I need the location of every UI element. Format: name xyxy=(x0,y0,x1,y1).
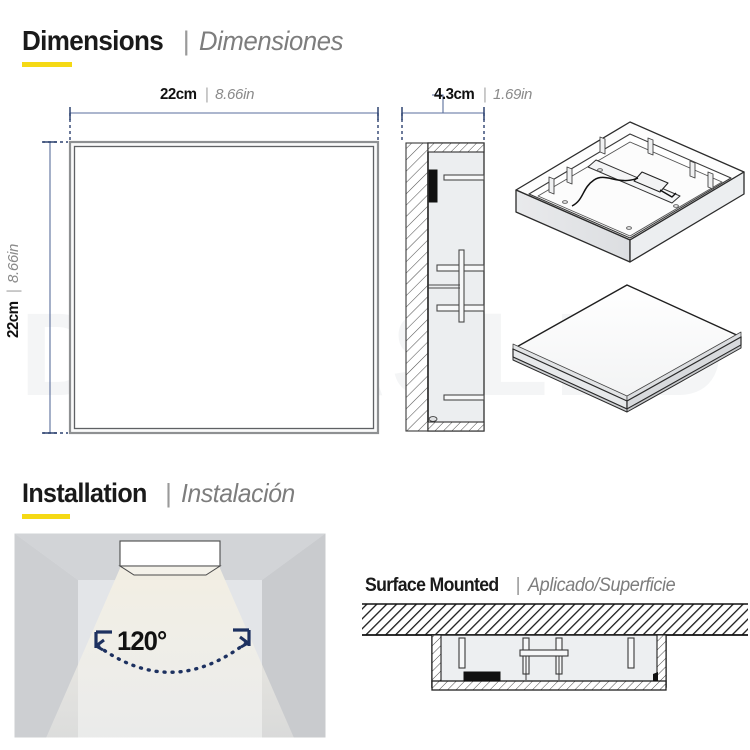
fixture-bottom-cap xyxy=(427,421,485,432)
height-imperial-value: 8.66in xyxy=(5,243,22,283)
surface-mounted-title-en: Surface Mounted xyxy=(365,575,499,596)
installation-title-separator: | xyxy=(165,478,172,508)
dimension-label-height: 22cm | 8.66in xyxy=(5,226,23,356)
mounted-fixture-right-wall xyxy=(656,634,667,688)
dimensions-accent-underline xyxy=(22,62,72,67)
housing-wire xyxy=(571,176,639,207)
installation-accent-underline xyxy=(22,514,70,519)
mounted-fixture-diffuser xyxy=(431,680,667,691)
dimensions-title-es: Dimensiones xyxy=(198,26,343,56)
height-label-separator: | xyxy=(5,289,22,294)
installation-title-en: Installation xyxy=(22,478,147,508)
housing-ribs xyxy=(548,136,714,195)
width-dimension-line xyxy=(69,107,379,120)
side-section-view xyxy=(401,94,485,432)
room-right-wall xyxy=(262,533,326,738)
room-left-wall xyxy=(14,533,78,738)
surface-mounted-title-es: Aplicado/Superficie xyxy=(527,575,676,596)
housing-screw-holes xyxy=(562,168,679,230)
closed-panel-right-base xyxy=(626,344,742,413)
room-frame xyxy=(13,532,327,739)
depth-metric-value: 4.3cm xyxy=(434,86,475,103)
surface-mounted-cross-section xyxy=(362,603,748,691)
mounted-fixture-left-wall xyxy=(431,634,442,688)
fixture-top-cap xyxy=(427,142,485,153)
dimension-label-depth: 4.3cm | 1.69in xyxy=(434,86,532,104)
height-dimension-line xyxy=(43,141,57,434)
panel-inner-face xyxy=(73,145,375,430)
width-imperial-value: 8.66in xyxy=(215,86,255,103)
mounted-edge-clip xyxy=(653,672,658,681)
internal-brackets xyxy=(428,174,485,401)
dimension-label-width: 22cm | 8.66in xyxy=(160,86,254,104)
section-heading-surface-mounted: Surface Mounted | Aplicado/Superficie xyxy=(365,575,683,597)
front-view-square-panel xyxy=(42,107,380,435)
isometric-closed-panel xyxy=(512,284,742,413)
dimensions-title-en: Dimensions xyxy=(22,25,164,56)
housing-right-side xyxy=(629,171,745,263)
depth-extension-lines xyxy=(401,113,485,140)
beam-angle-arc xyxy=(96,641,248,674)
height-metric-value: 22cm xyxy=(5,301,22,339)
section-heading-dimensions: Dimensions | Dimensiones xyxy=(22,25,350,67)
depth-imperial-value: 1.69in xyxy=(493,86,533,103)
closed-panel-top-face xyxy=(512,284,742,402)
depth-label-separator: | xyxy=(482,86,488,103)
width-metric-value: 22cm xyxy=(160,86,197,103)
room-installation-illustration xyxy=(13,532,327,739)
surface-mounted-title-separator: | xyxy=(515,575,521,596)
driver-block xyxy=(428,169,438,203)
mounting-clip xyxy=(428,416,438,422)
housing-wire-outlet xyxy=(659,189,677,198)
dimensions-title-separator: | xyxy=(182,26,190,56)
installation-title-es: Instalación xyxy=(180,478,295,508)
depth-dimension-line xyxy=(401,94,485,120)
mounting-wall-hatched xyxy=(405,142,429,432)
ceiling-fixture-body xyxy=(119,540,221,567)
mounted-driver-block xyxy=(463,671,501,682)
ceiling-fixture-diffuser xyxy=(118,565,222,576)
ceiling-slab-hatched xyxy=(362,604,748,635)
beam-angle-value: 120° xyxy=(117,626,167,656)
light-beam-cone xyxy=(46,566,294,738)
width-label-separator: | xyxy=(204,86,210,103)
section-heading-installation: Installation | Instalación xyxy=(22,478,301,519)
beam-arrow-right-icon xyxy=(233,628,251,649)
isometric-open-housing xyxy=(515,121,745,263)
beam-arrow-left-icon xyxy=(94,630,112,652)
